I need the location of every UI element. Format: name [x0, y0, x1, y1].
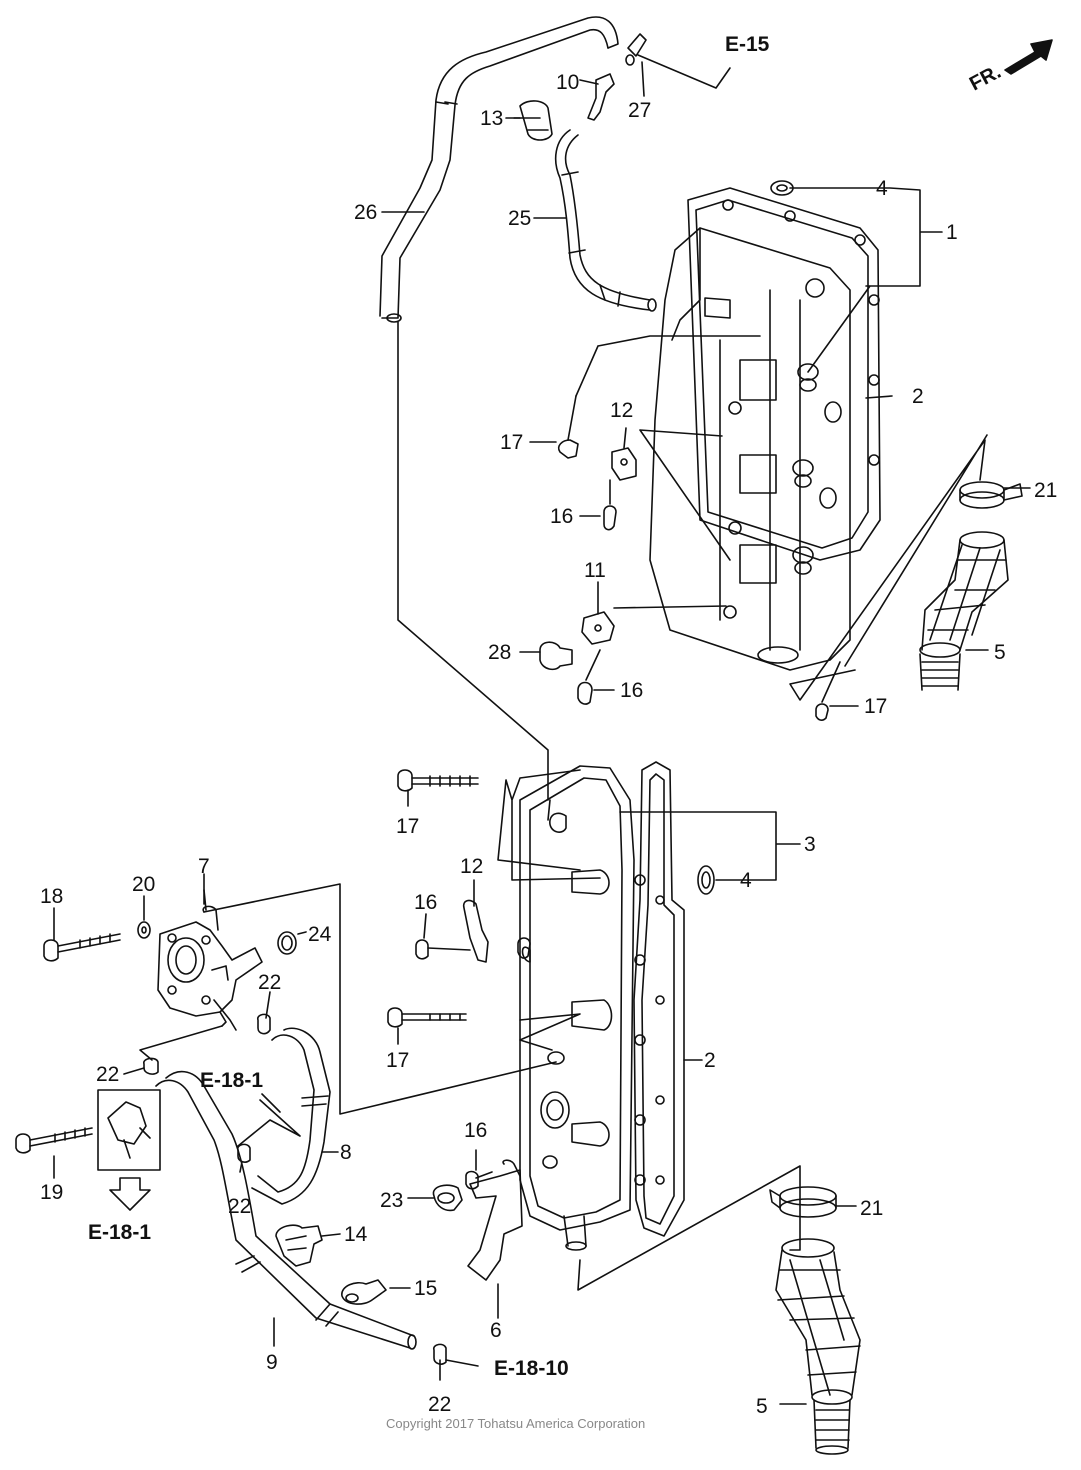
ref-e18-1-lower: E-18-1 [88, 1221, 152, 1244]
callout-5-upper: 5 [994, 641, 1006, 664]
ref-e18-1-upper: E-18-1 [200, 1069, 264, 1092]
callout-8: 8 [340, 1141, 352, 1164]
callout-17-c: 17 [396, 815, 420, 838]
callout-13: 13 [480, 107, 504, 130]
callout-15: 15 [414, 1277, 438, 1300]
callout-24: 24 [308, 923, 332, 946]
callout-7: 7 [198, 855, 210, 878]
callout-16-d: 16 [464, 1119, 488, 1142]
callout-2-upper: 2 [912, 385, 924, 408]
callout-17-d: 17 [386, 1049, 410, 1072]
callout-23: 23 [380, 1189, 404, 1212]
callout-22-a: 22 [258, 971, 282, 994]
callout-12-lower: 12 [460, 855, 484, 878]
callout-6: 6 [490, 1319, 502, 1342]
callout-2-lower: 2 [704, 1049, 716, 1072]
upper-hose-fitting [919, 481, 1023, 691]
callout-14: 14 [344, 1223, 368, 1246]
callout-16-c: 16 [414, 891, 438, 914]
callout-17-a: 17 [500, 431, 524, 454]
callout-20: 20 [132, 873, 156, 896]
lower-hose-fitting [769, 1186, 861, 1455]
callout-9: 9 [266, 1351, 278, 1374]
callout-10: 10 [556, 71, 580, 94]
callout-19: 19 [40, 1181, 64, 1204]
lower-head-cover [387, 321, 801, 1291]
callout-11: 11 [584, 559, 606, 582]
callout-25: 25 [508, 207, 532, 230]
copyright-notice: Copyright 2017 Tohatsu America Corporati… [386, 1416, 646, 1431]
ref-e15: E-15 [725, 33, 770, 56]
front-arrow-icon [1004, 39, 1053, 75]
callout-17-b: 17 [864, 695, 888, 718]
callout-26: 26 [354, 201, 378, 224]
ref-e18-10: E-18-10 [494, 1357, 569, 1380]
callout-22-c: 22 [228, 1195, 252, 1218]
callout-21-lower: 21 [860, 1197, 884, 1220]
callout-16-a: 16 [550, 505, 574, 528]
callout-27: 27 [628, 99, 652, 122]
callout-3: 3 [804, 833, 816, 856]
upper-head-cover [379, 16, 988, 721]
callout-21-upper: 21 [1034, 479, 1058, 502]
callout-28: 28 [488, 641, 512, 664]
callout-22-b: 22 [96, 1063, 120, 1086]
callout-18: 18 [40, 885, 64, 908]
callout-5-lower: 5 [756, 1395, 768, 1418]
callout-4-upper: 4 [876, 177, 888, 200]
fuel-pump [15, 883, 557, 1365]
callout-1: 1 [946, 221, 958, 244]
callout-12-upper: 12 [610, 399, 634, 422]
callout-16-b: 16 [620, 679, 644, 702]
callout-4-lower: 4 [740, 869, 752, 892]
callout-22-d: 22 [428, 1393, 452, 1416]
